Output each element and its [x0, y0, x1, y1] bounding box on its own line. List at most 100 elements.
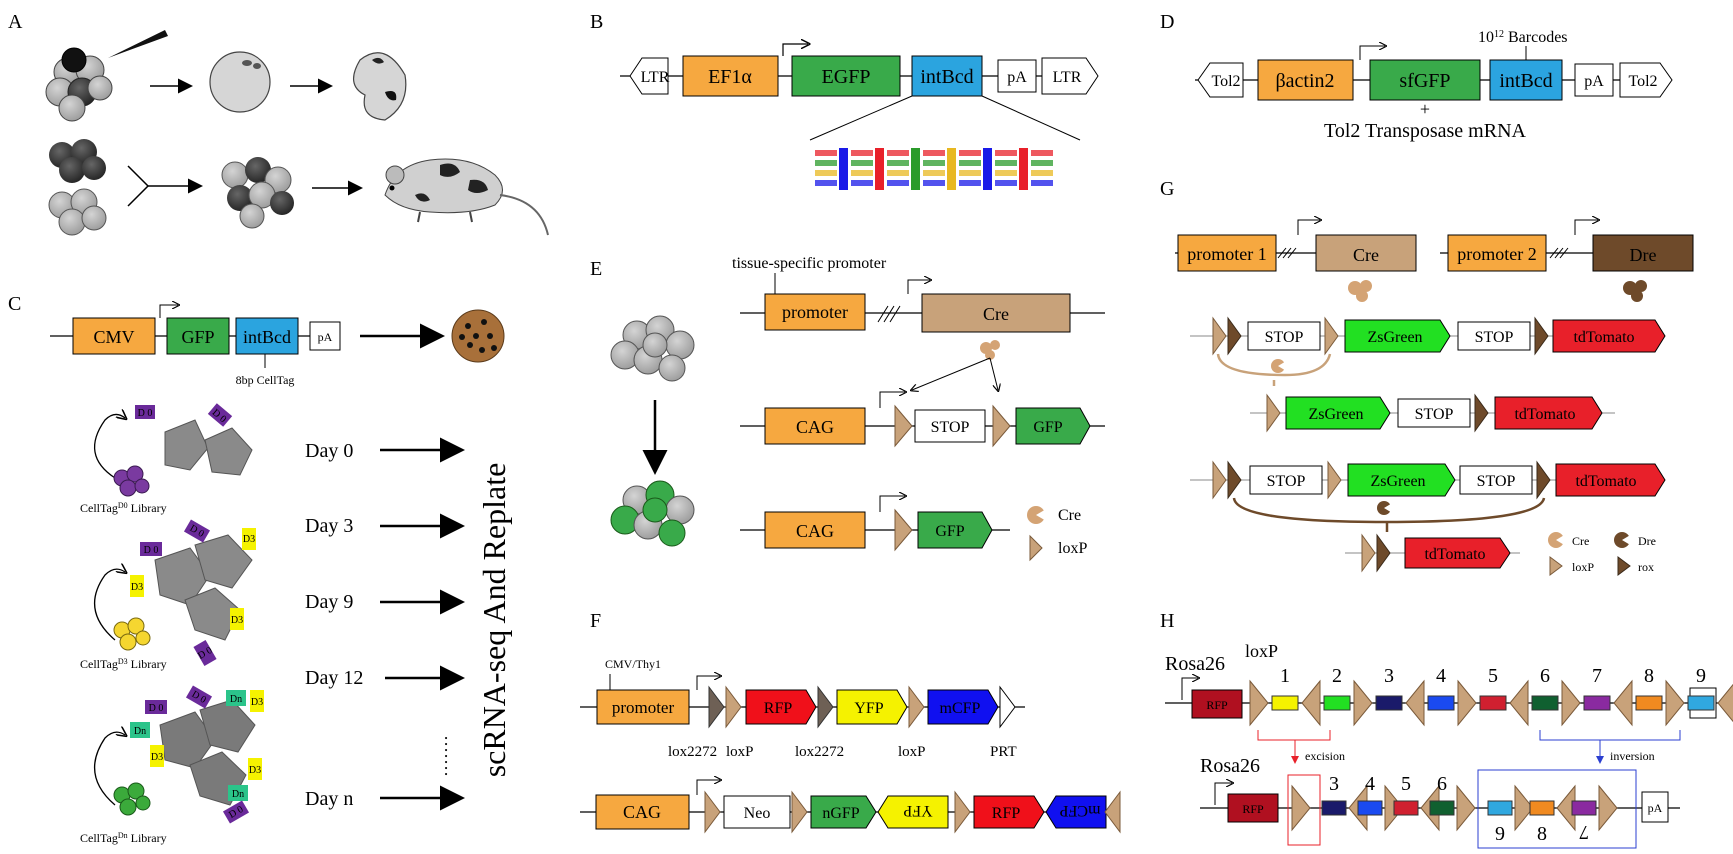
- h-excision-label: excision: [1305, 749, 1345, 763]
- injection-needle: [108, 30, 168, 58]
- logo-band: [1031, 170, 1053, 176]
- h-loxp: [1665, 679, 1685, 727]
- g-loxp-2: [1324, 316, 1339, 356]
- logo-band: [923, 150, 945, 156]
- barcode-logo: [812, 142, 1077, 194]
- b-ltr-left: [629, 57, 669, 95]
- e-promoter-label: promoter: [782, 302, 848, 322]
- g-zsgreen-2-label: ZsGreen: [1308, 406, 1363, 423]
- e-legend-loxp-icon: [1029, 534, 1043, 562]
- f-yfp-rev-label: YFP: [903, 802, 932, 819]
- h-pa-block-b: [1641, 791, 1669, 823]
- f-tss-arrow-2: [696, 780, 720, 795]
- h-segment: [1687, 695, 1715, 711]
- morula-injected: [45, 47, 113, 122]
- g-break-2: [1549, 247, 1569, 259]
- f-rfp-label: RFP: [764, 700, 793, 717]
- tag-d3-a: D3: [243, 534, 255, 545]
- h-loxp: [1457, 679, 1477, 727]
- e-break-marks: [877, 305, 901, 323]
- day-12: Day 12: [305, 667, 363, 689]
- b-intbcd-block: [911, 55, 983, 97]
- logo-band: [959, 150, 981, 156]
- h-loxp: [1509, 679, 1529, 727]
- e-tissue-promoter-label: tissue-specific promoter: [732, 255, 887, 272]
- h-tss-arrow-b: [1214, 783, 1232, 805]
- dark-cell-cluster: [49, 139, 106, 183]
- c-intbcd-label: intBcd: [243, 327, 291, 347]
- g-loxp-1: [1212, 316, 1227, 356]
- g-cre-recomb: [1216, 353, 1332, 377]
- h-loxp: [1353, 679, 1373, 727]
- h-loxp: [1717, 683, 1733, 723]
- h-segment-b: [1357, 800, 1383, 816]
- h-loxp-label: loxP: [1245, 641, 1278, 661]
- f-cag-block: [595, 794, 690, 830]
- g-zsgreen-2: [1285, 396, 1391, 430]
- d-pa-label: pA: [1584, 73, 1604, 90]
- f-prt: [999, 685, 1016, 729]
- f-ngfp-block: [810, 795, 877, 829]
- c-cmv-block: [72, 317, 156, 355]
- h-pa-label-b: pA: [1648, 801, 1663, 815]
- tag-d3-c: D3: [231, 615, 243, 626]
- g-cre-block: [1315, 234, 1417, 272]
- g-cre-protein: [1348, 280, 1372, 302]
- h-loxp: [1405, 679, 1425, 727]
- g-stop-4: [1249, 465, 1323, 495]
- e-promoter-block: [764, 293, 866, 331]
- f-promoter-label: promoter: [612, 698, 675, 717]
- g-dre-block: [1592, 234, 1694, 272]
- d-tol2-left-label: Tol2: [1211, 73, 1240, 90]
- g-legend-rox-icon: [1617, 556, 1631, 576]
- h-loxp-b: [1291, 784, 1311, 832]
- logo-band: [959, 180, 981, 186]
- c-pa-label: pA: [318, 330, 333, 344]
- e-cag-block-2: [764, 511, 866, 549]
- b-intbcd-label: intBcd: [920, 66, 973, 88]
- g-tdtomato-2-label: tdTomato: [1514, 406, 1575, 423]
- e-stop-block: [914, 409, 986, 443]
- h-segment-b: [1393, 800, 1419, 816]
- library-dn-label: CellTagDn Library: [80, 831, 167, 846]
- panel-d: D Tol2 βactin2 sfGFP intBcd 1012 Barcode…: [1160, 11, 1673, 142]
- panel-label-e: E: [590, 258, 602, 280]
- tag-dn-a: Dn: [230, 694, 242, 705]
- g-cre-scissor: [1271, 359, 1288, 373]
- g-stop-3-label: STOP: [1415, 406, 1454, 423]
- g-tdtomato-3: [1555, 463, 1666, 497]
- b-egfp-label: EGFP: [822, 66, 871, 88]
- h-segment-number: 2: [1332, 665, 1342, 687]
- h-segment-b: [1321, 800, 1347, 816]
- b-zoom-right: [981, 95, 1081, 141]
- logo-band: [995, 180, 1017, 186]
- f-loxp-2: [908, 685, 925, 729]
- h-segment-b: [1429, 800, 1455, 816]
- h-loxp-b: [1598, 784, 1618, 832]
- h-rfp-label-b: RFP: [1242, 802, 1264, 816]
- h-segment: [1479, 695, 1507, 711]
- d-bactin2-label: βactin2: [1275, 70, 1334, 92]
- e-legend-cre: Cre: [1058, 507, 1081, 524]
- e-stop-label: STOP: [931, 419, 970, 436]
- g-legend-dre: Dre: [1638, 534, 1656, 548]
- grey-cell-cluster: [48, 188, 107, 236]
- day-3: Day 3: [305, 515, 353, 537]
- e-grey-cluster: [610, 315, 695, 382]
- b-zoom-left: [809, 95, 913, 141]
- g-rox-6: [1376, 533, 1391, 573]
- g-zsgreen-3: [1347, 463, 1456, 497]
- h-tss-arrow: [1181, 678, 1198, 700]
- h-segment-inverted: [1529, 800, 1555, 816]
- panel-label-h: H: [1160, 610, 1174, 632]
- g-loxp-6: [1361, 533, 1376, 573]
- b-tss-arrow: [782, 44, 808, 56]
- f-lox2272-label-a: lox2272: [668, 744, 717, 760]
- tag-d3-d: D3: [251, 697, 263, 708]
- logo-band: [1031, 160, 1053, 166]
- f-loxp-label-a: loxP: [726, 744, 754, 760]
- logo-band: [959, 170, 981, 176]
- f-lox2272-label-b: lox2272: [795, 744, 844, 760]
